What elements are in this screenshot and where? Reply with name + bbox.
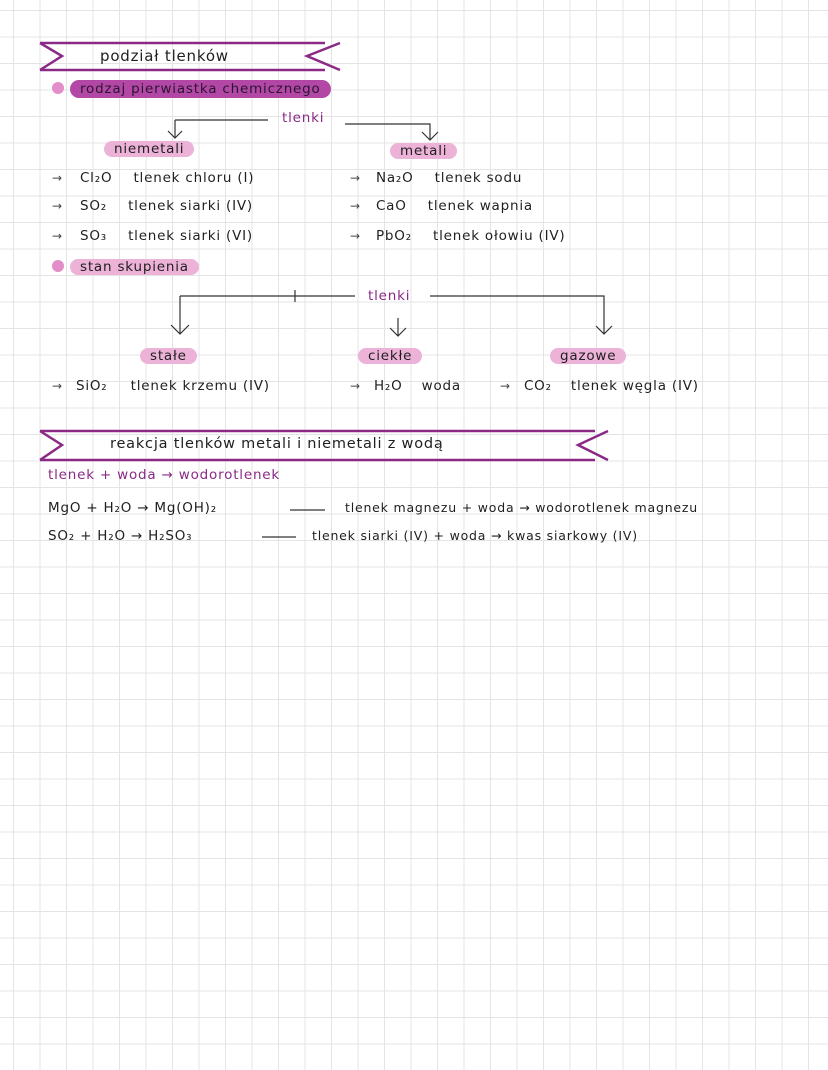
list-item: → Cl₂O tlenek chloru (I) (52, 170, 254, 186)
list-item: → SO₂ tlenek siarki (IV) (52, 198, 253, 214)
list-item: → Na₂O tlenek sodu (350, 170, 522, 186)
tree-root-2: tlenki (368, 288, 411, 304)
oxide-name: tlenek krzemu (IV) (130, 378, 270, 394)
list-item: → SiO₂ tlenek krzemu (IV) (52, 378, 270, 394)
banner-frame-2 (39, 429, 609, 462)
arrow-right-icon: → (52, 379, 63, 393)
equation-formula: SO₂ + H₂O → H₂SO₃ (48, 528, 193, 544)
formula: Na₂O (375, 170, 414, 186)
arrow-right-icon: → (500, 379, 511, 393)
formula: CaO (375, 198, 407, 214)
arrow-right-icon: → (52, 171, 63, 185)
label-liquid: ciekłe (358, 348, 423, 364)
arrow-right-icon: → (350, 229, 361, 243)
arrow-right-icon: → (52, 229, 63, 243)
label-metals: metali (390, 143, 458, 159)
oxide-name: tlenek sodu (434, 170, 523, 186)
pink-dot-icon (52, 260, 64, 272)
formula: H₂O (373, 378, 403, 394)
formula: CO₂ (523, 378, 552, 394)
oxide-name: tlenek chloru (I) (133, 170, 255, 186)
label-solid: stałe (140, 348, 197, 364)
formula: SiO₂ (75, 378, 108, 394)
arrow-right-icon: → (52, 199, 63, 213)
formula: Cl₂O (79, 170, 113, 186)
oxide-name: woda (421, 378, 461, 394)
arrow-right-icon: → (350, 199, 361, 213)
pink-dot-icon (52, 82, 64, 94)
arrow-right-icon: → (350, 171, 361, 185)
formula: SO₃ (79, 228, 107, 244)
formula: PbO₂ (375, 228, 412, 244)
equation-words: tlenek magnezu + woda → wodorotlenek mag… (345, 500, 698, 515)
list-item: → PbO₂ tlenek ołowiu (IV) (350, 228, 565, 244)
oxide-name: tlenek siarki (IV) (128, 198, 254, 214)
label-nonmetals: niemetali (104, 141, 195, 157)
branch-right-2 (430, 295, 605, 334)
list-item: → CaO tlenek wapnia (350, 198, 533, 214)
label-gas: gazowe (550, 348, 627, 364)
oxide-name: tlenek wapnia (427, 198, 533, 214)
list-item: → SO₃ tlenek siarki (VI) (52, 228, 253, 244)
tree-root-1: tlenki (282, 110, 325, 126)
criterion-element-type: rodzaj pierwiastka chemicznego (70, 80, 331, 98)
criterion-state: stan skupienia (70, 259, 199, 275)
list-item: → CO₂ tlenek węgla (IV) (500, 378, 699, 394)
banner-frame-1 (39, 41, 341, 72)
banner-title-1: podział tlenków (100, 47, 229, 65)
oxide-name: tlenek węgla (IV) (570, 378, 699, 394)
formula: SO₂ (79, 198, 107, 214)
rule-line: tlenek + woda → wodorotlenek (48, 467, 281, 483)
branch-right-1 (345, 123, 431, 140)
oxide-name: tlenek ołowiu (IV) (433, 228, 566, 244)
arrow-right-icon: → (350, 379, 361, 393)
oxide-name: tlenek siarki (VI) (128, 228, 254, 244)
list-item: → H₂O woda (350, 378, 461, 394)
banner-title-2: reakcja tlenków metali i niemetali z wod… (110, 436, 444, 452)
equation-formula: MgO + H₂O → Mg(OH)₂ (48, 500, 217, 516)
equation-words: tlenek siarki (IV) + woda → kwas siarkow… (312, 528, 638, 543)
